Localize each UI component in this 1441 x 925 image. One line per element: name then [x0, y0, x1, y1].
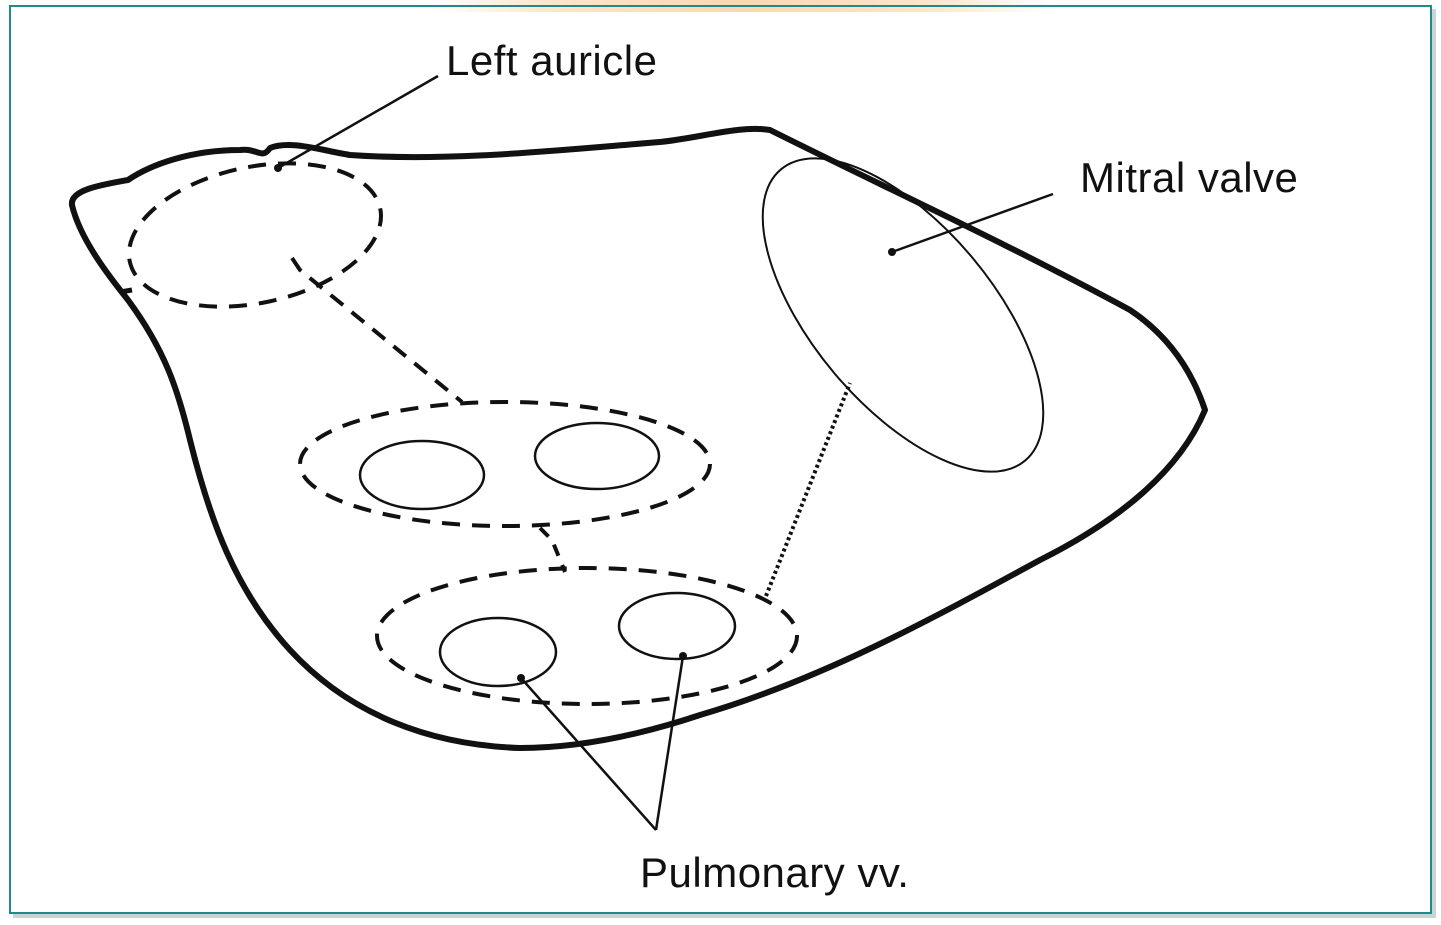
- pulmonary-veins-label: Pulmonary vv.: [640, 852, 909, 894]
- upper-pulmonary-veins-region: [300, 402, 710, 526]
- pulmonary-vein-leader-dot-left: [517, 674, 525, 682]
- upper-to-lower-veins-connector: [540, 528, 565, 572]
- left-auricle-leader-dot: [274, 164, 282, 172]
- lower-left-pulmonary-vein: [440, 618, 556, 686]
- mitral-valve-leader-dot: [888, 248, 896, 256]
- dotted-connector-to-mitral: [766, 383, 850, 596]
- atrium-outline: [72, 129, 1205, 748]
- left-auricle-label: Left auricle: [446, 40, 657, 82]
- lower-pulmonary-veins-region: [377, 568, 797, 704]
- mitral-valve-label: Mitral valve: [1080, 157, 1298, 199]
- auricle-to-veins-connector: [292, 258, 462, 402]
- pulmonary-vein-leader-dot-right: [679, 652, 687, 660]
- outline-notch: [120, 290, 132, 292]
- upper-right-pulmonary-vein: [535, 423, 659, 489]
- mitral-valve: [712, 112, 1094, 519]
- lower-right-pulmonary-vein: [619, 593, 735, 659]
- pulmonary-vein-leader-line-right: [656, 656, 683, 830]
- left-auricle-region: [116, 142, 395, 328]
- upper-left-pulmonary-vein: [360, 441, 484, 509]
